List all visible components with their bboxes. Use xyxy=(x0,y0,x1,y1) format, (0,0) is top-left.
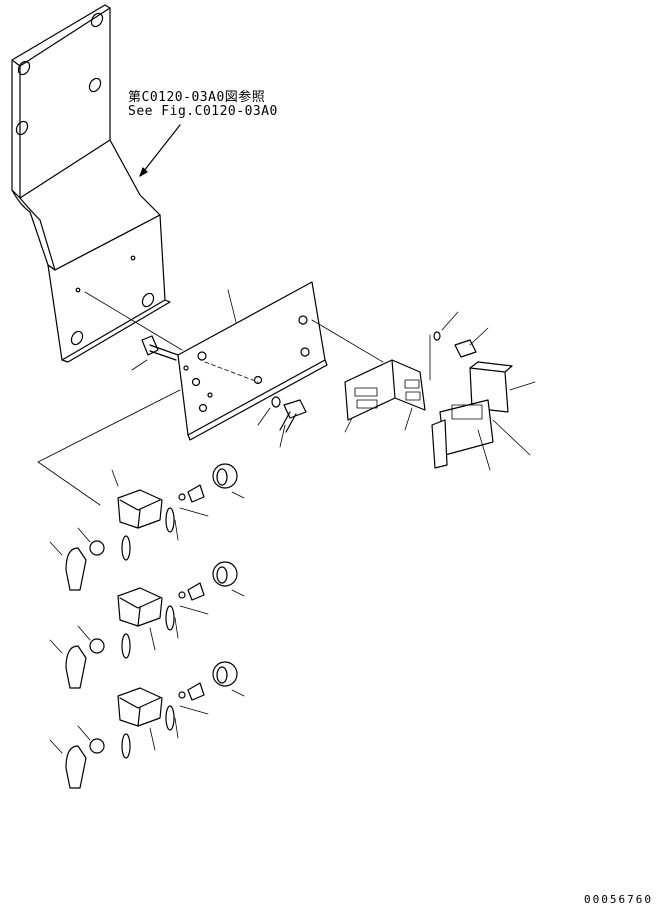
assembly-line xyxy=(84,291,183,351)
mounting-plate xyxy=(177,281,328,441)
connector-group-3 xyxy=(49,661,245,789)
reference-note-jp: 第C0120-03A0図参照 xyxy=(128,90,266,105)
connector-group-2 xyxy=(49,561,245,689)
relay xyxy=(431,361,536,471)
connector-group-1 xyxy=(49,463,245,591)
main-bracket xyxy=(11,4,171,363)
washer-bolt-right xyxy=(257,396,307,448)
relay-bracket xyxy=(344,359,426,433)
small-washer-bolt xyxy=(429,311,489,381)
reference-note-en: See Fig.C0120-03A0 xyxy=(128,104,278,119)
drawing-number: 00056760 xyxy=(584,893,653,906)
reference-leader xyxy=(139,124,181,177)
bolt-left xyxy=(131,335,179,371)
